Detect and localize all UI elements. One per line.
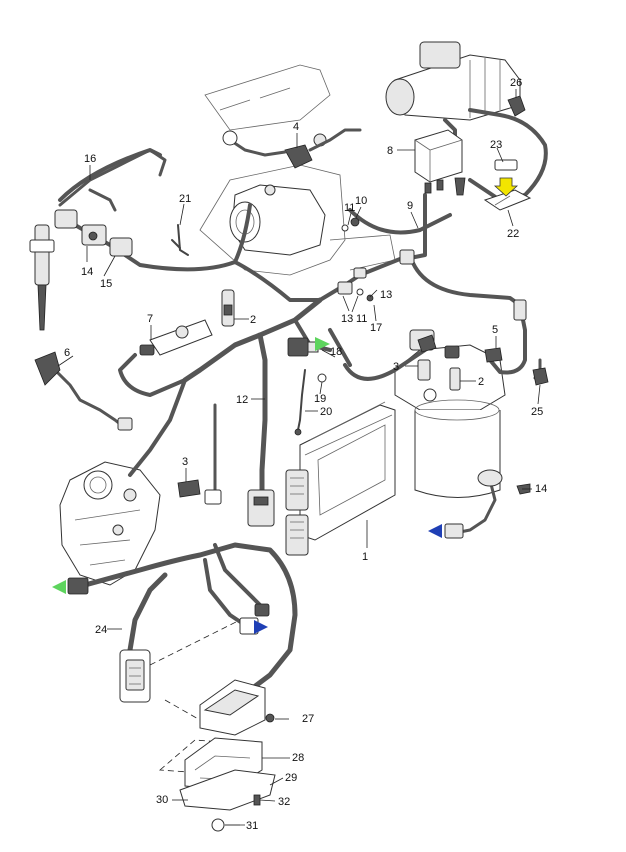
connector-18 — [287, 337, 319, 357]
studs-10-11 — [341, 217, 364, 296]
label-14a: 14 — [81, 266, 93, 278]
starter-motor — [385, 41, 521, 121]
label-31: 31 — [246, 820, 258, 832]
label-2b: 2 — [478, 376, 484, 388]
label-7: 7 — [147, 313, 153, 325]
label-10: 10 — [355, 195, 367, 207]
label-21: 21 — [179, 193, 191, 205]
label-30: 30 — [156, 794, 168, 806]
label-25: 25 — [531, 406, 543, 418]
label-23: 23 — [490, 139, 502, 151]
label-27: 27 — [302, 713, 314, 725]
green-arrow-right-harness — [315, 337, 330, 351]
nut-27 — [265, 713, 275, 723]
clip-26 — [507, 95, 526, 117]
connector-12 — [247, 489, 275, 527]
label-16: 16 — [84, 153, 96, 165]
green-arrow-left-pump — [52, 580, 66, 594]
leader-lines — [57, 89, 541, 826]
fuse-23-highlight — [493, 177, 519, 197]
sensor-2-right — [444, 345, 461, 391]
sensor-3-lower — [177, 479, 222, 505]
heater-25 — [532, 367, 549, 386]
label-26: 26 — [510, 77, 522, 89]
label-8: 8 — [387, 145, 393, 157]
clip-19-20 — [294, 369, 327, 436]
connector-cluster-13 — [337, 249, 415, 302]
intake-housing — [229, 184, 326, 256]
label-9: 9 — [407, 200, 413, 212]
label-3a: 3 — [182, 456, 188, 468]
label-29: 29 — [285, 772, 297, 784]
connector-24 — [119, 649, 151, 703]
label-3b: 3 — [393, 361, 399, 373]
high-pressure-pump — [59, 461, 161, 586]
label-11b: 11 — [356, 313, 367, 325]
label-20: 20 — [320, 406, 332, 418]
ecu-connector — [199, 679, 266, 736]
label-19: 19 — [314, 393, 326, 405]
label-28: 28 — [292, 752, 304, 764]
clip-21 — [171, 224, 189, 256]
label-13b: 13 — [341, 313, 353, 325]
relay-8 — [414, 129, 466, 196]
label-15: 15 — [100, 278, 112, 290]
blue-arrow-right-connector — [254, 620, 268, 634]
blue-arrow-left-filter — [428, 524, 442, 538]
label-4: 4 — [293, 121, 299, 133]
label-5: 5 — [492, 324, 498, 336]
sensor-2-left — [221, 289, 235, 327]
plate-29 — [179, 769, 276, 811]
sensor-3-right — [417, 334, 437, 381]
label-24: 24 — [95, 624, 107, 636]
dashed-guide — [149, 619, 241, 721]
label-17: 17 — [370, 322, 382, 334]
pump-connector — [67, 577, 89, 595]
label-32: 32 — [278, 796, 290, 808]
engine-block-outline — [199, 64, 396, 276]
sensor-6 — [34, 351, 133, 431]
label-1: 1 — [362, 551, 368, 563]
label-22: 22 — [507, 228, 519, 240]
fuel-rail-7 — [139, 319, 213, 356]
sensor-4 — [222, 128, 362, 169]
screw-32 — [253, 794, 261, 806]
label-13a: 13 — [380, 289, 392, 301]
part-labels: 1 2 2 3 3 4 5 6 7 8 9 10 11 11 12 13 13 … — [64, 77, 547, 832]
label-11a: 11 — [344, 202, 355, 214]
sensor-5 — [484, 299, 527, 363]
label-12: 12 — [236, 394, 248, 406]
injector — [29, 224, 55, 331]
label-18: 18 — [330, 346, 342, 358]
injector-connectors — [54, 209, 133, 257]
label-2a: 2 — [250, 314, 256, 326]
harness-16 — [58, 148, 167, 212]
label-6: 6 — [64, 347, 70, 359]
label-14b: 14 — [535, 483, 547, 495]
ecu-module — [285, 401, 396, 556]
